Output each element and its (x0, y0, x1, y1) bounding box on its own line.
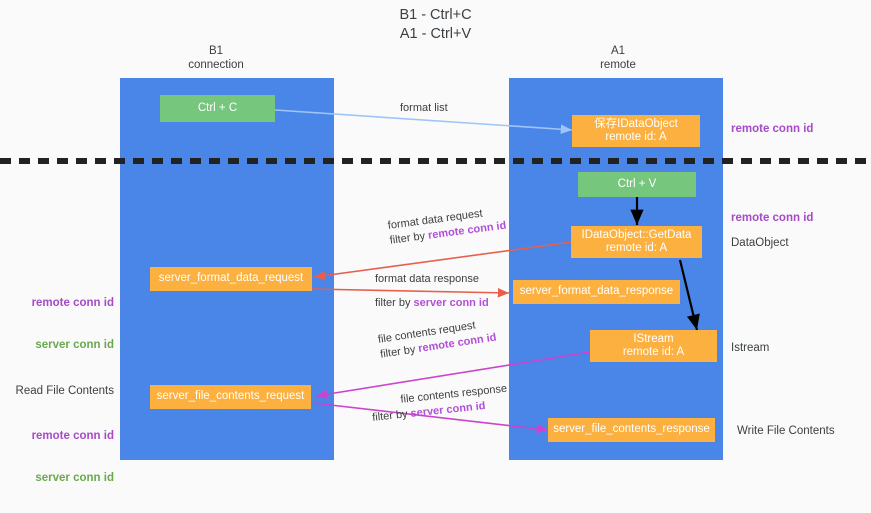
column-header-b1: B1 connection (154, 44, 278, 72)
box-ctrl-v-label: Ctrl + V (617, 177, 657, 190)
label-write-file-contents: Write File Contents (737, 425, 835, 437)
box-server-file-contents-response-label: server_file_contents_response (553, 423, 710, 436)
label-read-file-contents: Read File Contents (15, 385, 114, 397)
box-ctrl-v[interactable]: Ctrl + V (578, 172, 696, 197)
column-header-a1-name: A1 (610, 45, 626, 57)
column-header-a1: A1 remote (556, 44, 680, 72)
edge-filter-prefix-4: filter by (371, 407, 412, 424)
edge-filter-prefix-2: filter by (375, 297, 414, 309)
label-format-server-conn-id: server conn id (35, 339, 114, 351)
edge-label-format-data-response-filter: filter by server conn id (375, 296, 489, 311)
box-idataobject-getdata-line2: remote id: A (605, 242, 668, 254)
column-header-a1-role: remote (600, 59, 636, 71)
label-istream: Istream (731, 342, 770, 354)
box-server-format-data-request-label: server_format_data_request (158, 272, 304, 285)
edge-filter-keyword-2: server conn id (413, 297, 489, 309)
label-format-remote-conn-id: remote conn id (31, 297, 114, 309)
box-save-idataobject[interactable]: 保存IDataObject remote id: A (572, 115, 700, 147)
box-server-format-data-response[interactable]: server_format_data_response (513, 280, 680, 304)
box-server-format-data-response-label: server_format_data_response (519, 285, 674, 298)
box-istream-line2: remote id: A (622, 346, 685, 358)
title-line-2: A1 - Ctrl+V (399, 26, 472, 42)
edge-label-format-data-request: format data request filter by remote con… (387, 204, 507, 249)
box-ctrl-c-label: Ctrl + C (197, 101, 238, 114)
edge-filter-prefix-1: filter by (389, 229, 429, 247)
diagram-canvas: B1 - Ctrl+C A1 - Ctrl+V B1 connection A1… (0, 6, 871, 484)
box-idataobject-getdata-line1: IDataObject::GetData (581, 228, 692, 241)
label-file-remote-conn-id: remote conn id (31, 430, 114, 442)
label-group-file-conn-ids: remote conn id server conn id (0, 401, 114, 513)
label-remote-conn-id-top: remote conn id (731, 123, 814, 135)
box-ctrl-c[interactable]: Ctrl + C (160, 95, 275, 122)
box-istream[interactable]: IStream remote id: A (590, 330, 717, 362)
box-server-file-contents-response[interactable]: server_file_contents_response (548, 418, 715, 442)
box-server-file-contents-request-label: server_file_contents_request (156, 390, 305, 403)
label-dataobject: DataObject (731, 237, 789, 249)
page-title: B1 - Ctrl+C A1 - Ctrl+V (0, 6, 871, 44)
label-group-format-conn-ids: remote conn id server conn id (0, 268, 114, 380)
box-server-file-contents-request[interactable]: server_file_contents_request (150, 385, 311, 409)
edge-label-file-contents-request: file contents request filter by remote c… (377, 316, 498, 363)
column-header-b1-name: B1 (208, 45, 224, 57)
edge-label-format-list-text: format list (400, 102, 448, 114)
box-save-idataobject-line1: 保存IDataObject (594, 117, 678, 130)
edge-label-format-data-response-text: format data response (375, 273, 479, 285)
column-header-b1-role: connection (188, 59, 244, 71)
title-line-1: B1 - Ctrl+C (399, 7, 472, 23)
label-file-server-conn-id: server conn id (35, 472, 114, 484)
box-idataobject-getdata[interactable]: IDataObject::GetData remote id: A (571, 226, 702, 258)
edge-label-file-contents-response: file contents response filter by server … (370, 382, 509, 426)
box-server-format-data-request[interactable]: server_format_data_request (150, 267, 312, 291)
edge-label-format-list: format list (400, 101, 448, 116)
box-save-idataobject-line2: remote id: A (605, 131, 667, 143)
edge-label-format-data-response: format data response filter by server co… (375, 272, 489, 311)
box-istream-line1: IStream (633, 332, 674, 345)
label-remote-conn-id-getdata: remote conn id (731, 212, 814, 224)
